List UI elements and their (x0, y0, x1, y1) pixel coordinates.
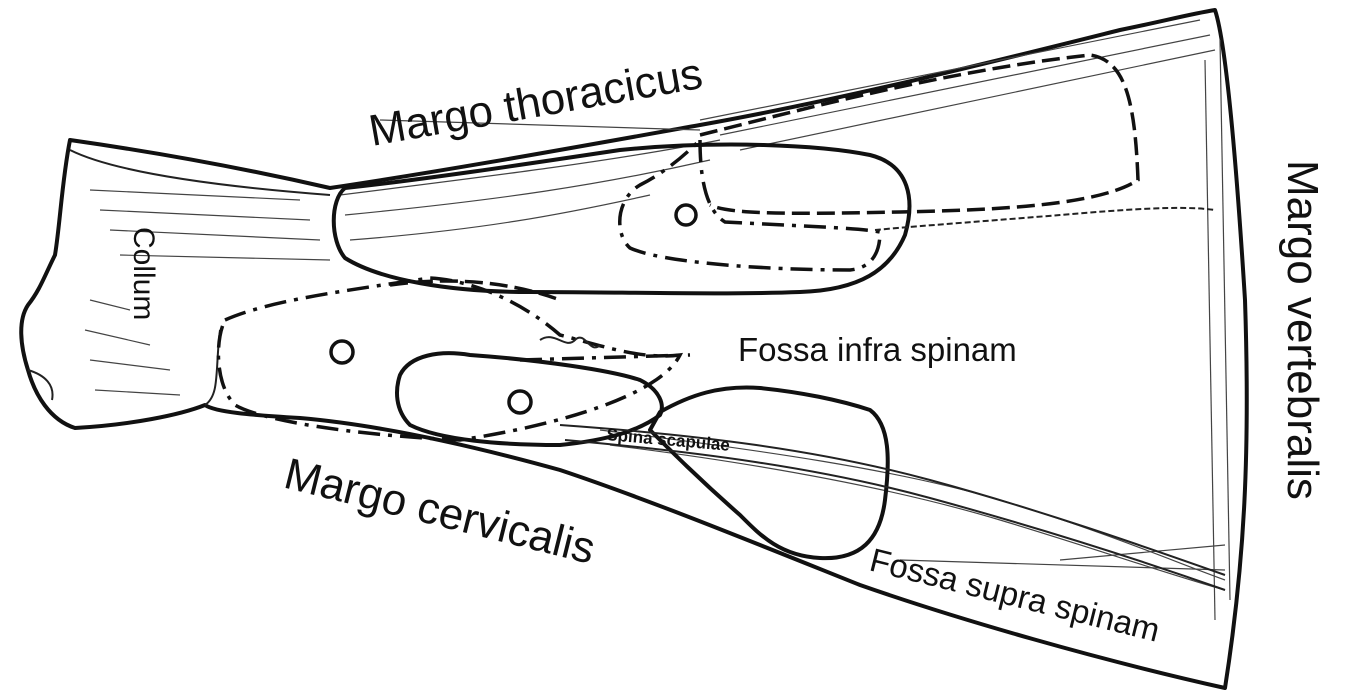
scapula-outline (21, 10, 1247, 688)
label-collum: Collum (127, 227, 160, 320)
foramen-circle-spina (509, 391, 531, 413)
label-fossa-infra-spinam: Fossa infra spinam (738, 331, 1017, 368)
label-margo-thoracicus: Margo thoracicus (365, 49, 706, 156)
foramen-circle-collum (331, 341, 353, 363)
label-margo-vertebralis: Margo vertebralis (1278, 160, 1327, 500)
bone-hatching (85, 20, 1230, 620)
foramen-circle-thoracic (676, 205, 696, 225)
